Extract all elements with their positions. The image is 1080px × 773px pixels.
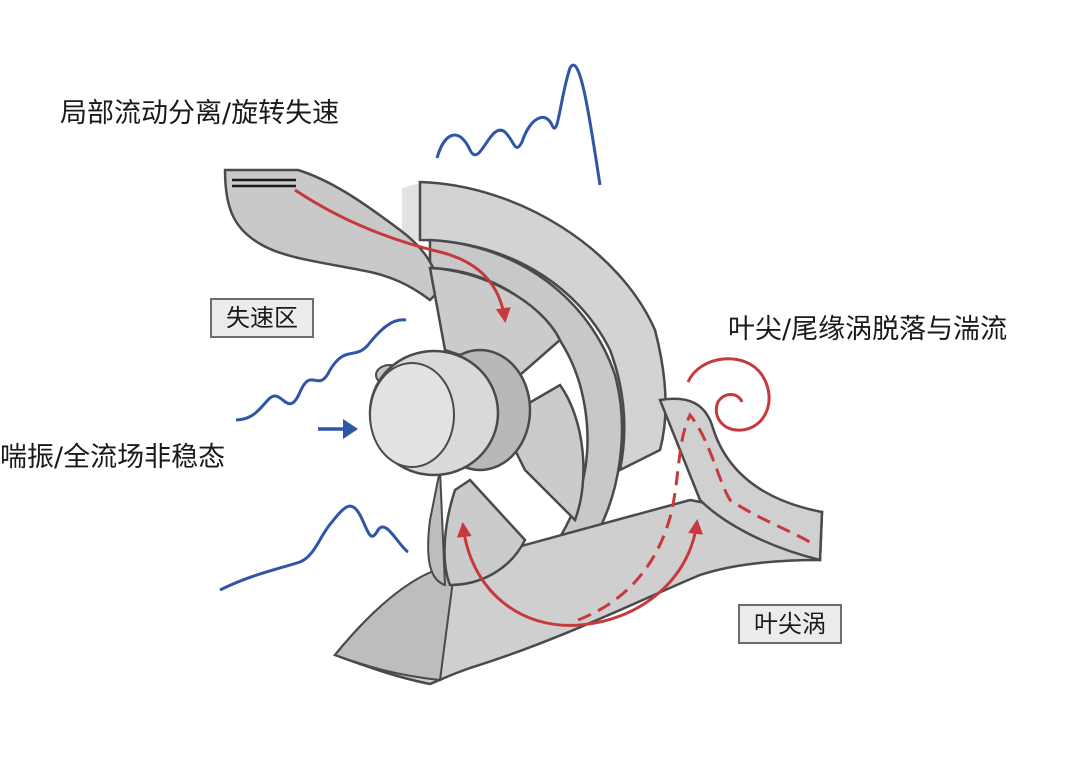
tip-vortex-dashed-path [577,412,816,622]
stall-flow-arrow [294,188,511,323]
label-surge: 喘振/全流场非稳态 [0,442,226,473]
outer-casing [418,180,667,473]
hub-face [369,362,455,468]
blade-top [428,266,562,377]
inflow-arrow-head [343,419,358,439]
label-local-separation: 局部流动分离/旋转失速 [60,98,340,129]
casing-back-shade [402,183,420,240]
blade-left-lower [427,469,447,587]
recirculation-arrow [456,519,703,627]
label-tip-vortex: 叶尖涡 [738,604,842,644]
shedding-spiral [686,357,771,432]
inlet-duct [223,168,442,302]
stall-wave [435,63,602,186]
tip-housing [658,397,824,562]
label-tip-wake-shedding: 叶尖/尾缘涡脱落与湍流 [728,314,1008,345]
label-stall-zone: 失速区 [210,298,314,338]
surge-wave-lower [219,504,409,592]
surge-wave-upper [235,318,407,422]
